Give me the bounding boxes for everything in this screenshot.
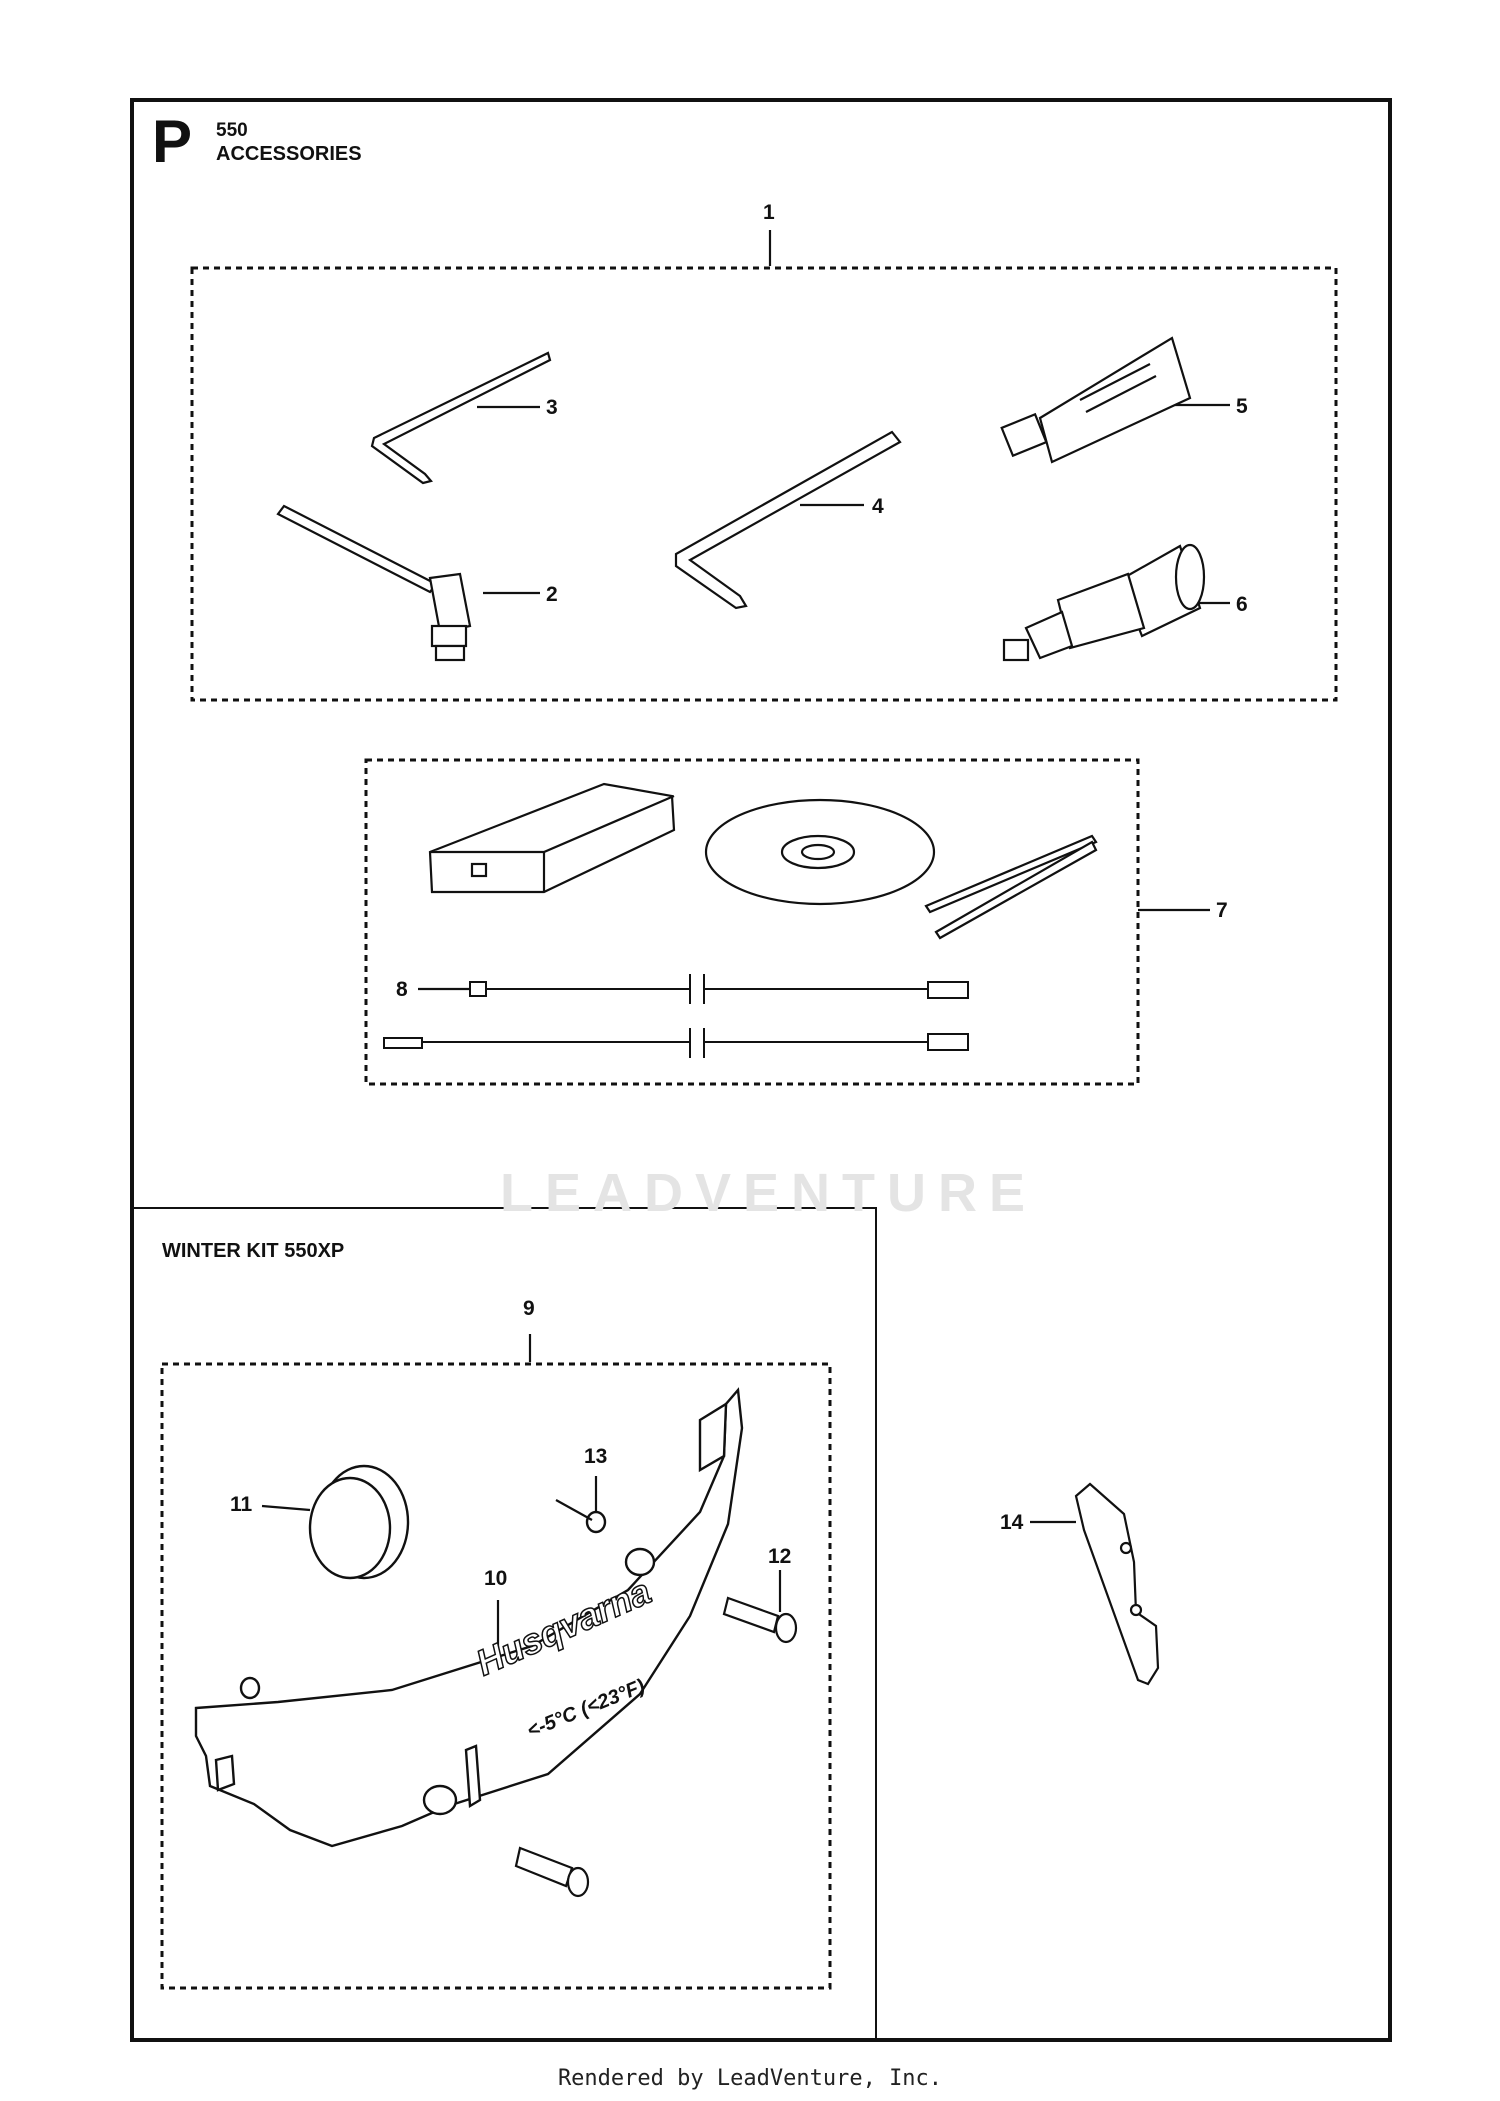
- part-12-screw-lower: [514, 1846, 590, 1898]
- watermark: LEADVENTURE: [500, 1163, 1038, 1223]
- part-7-cd: [704, 798, 936, 906]
- part-4-large-hex-key: [674, 430, 902, 610]
- callout-1[interactable]: 1: [763, 201, 775, 224]
- callout-11[interactable]: 11: [230, 1493, 253, 1516]
- kit-1-group-box: [190, 266, 1338, 702]
- callout-8[interactable]: 8: [396, 978, 408, 1001]
- callout-10[interactable]: 10: [484, 1567, 508, 1590]
- callout-6[interactable]: 6: [1236, 593, 1248, 616]
- diagram-frame: [130, 98, 1392, 2042]
- part-7-diagnostic-box: [428, 782, 676, 894]
- callout-4[interactable]: 4: [872, 495, 884, 518]
- kit-7-group-box: [364, 758, 1140, 1086]
- part-3-small-hex-key: [370, 351, 552, 485]
- kit-9-group-box: [160, 1362, 832, 1990]
- part-7-tweezers: [924, 834, 1098, 940]
- callout-9[interactable]: 9: [523, 1297, 535, 1320]
- part-11-plug: [308, 1464, 410, 1580]
- winter-kit-divider: [132, 1207, 877, 2040]
- part-10-winter-cover: [194, 1387, 744, 1848]
- model-number: 550: [216, 120, 248, 141]
- callout-12[interactable]: 12: [768, 1545, 792, 1568]
- part-5-grease-tube: [1000, 336, 1192, 464]
- page-title: ACCESSORIES: [216, 143, 362, 165]
- footer-credit: Rendered by LeadVenture, Inc.: [557, 2066, 943, 2091]
- part-14-bracket: [1074, 1482, 1160, 1686]
- callout-14[interactable]: 14: [1000, 1511, 1024, 1534]
- callout-3[interactable]: 3: [546, 396, 558, 419]
- callout-5[interactable]: 5: [1236, 395, 1248, 418]
- section-letter: P: [152, 108, 193, 175]
- callout-7[interactable]: 7: [1216, 899, 1228, 922]
- callout-13[interactable]: 13: [584, 1445, 608, 1468]
- part-8-cables: [383, 974, 969, 1058]
- part-13-o-ring: [239, 1510, 607, 1700]
- subsection-title: WINTER KIT 550XP: [162, 1240, 345, 1262]
- callout-2[interactable]: 2: [546, 583, 558, 606]
- part-12-screw: [722, 1596, 798, 1644]
- part-6-tool: [1002, 543, 1206, 662]
- part-2-spanner: [276, 504, 472, 662]
